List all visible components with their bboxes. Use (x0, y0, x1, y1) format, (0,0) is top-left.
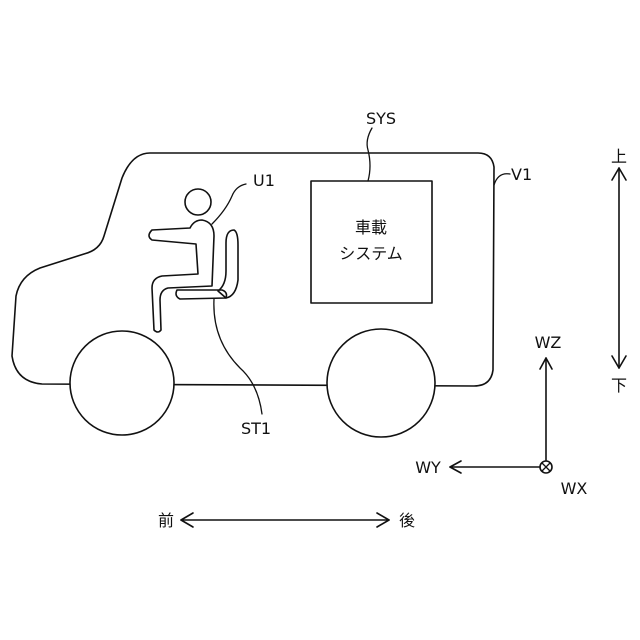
system-box (311, 181, 432, 303)
label-wz: WZ (535, 333, 562, 352)
label-u1: U1 (253, 171, 275, 190)
leader-sys (367, 128, 372, 181)
axis-x-cross (542, 463, 550, 471)
rear-wheel (327, 329, 435, 437)
leader-st1 (214, 299, 262, 414)
leader-v1 (494, 174, 510, 185)
label-up: 上 (611, 147, 627, 166)
label-rear: 後 (399, 511, 415, 530)
label-wx: WX (561, 479, 588, 498)
system-box-label-line1: 車載 (355, 218, 387, 237)
seat-back (218, 230, 238, 298)
occupant-body (149, 220, 214, 332)
leader-u1 (212, 184, 246, 224)
front-wheel (70, 331, 174, 435)
label-wy: WY (415, 458, 441, 477)
label-st1: ST1 (241, 419, 271, 438)
label-sys: SYS (366, 109, 396, 128)
label-front: 前 (158, 511, 174, 530)
label-v1: V1 (511, 165, 532, 184)
system-box-label-line2: システム (339, 244, 403, 263)
label-down: 下 (611, 376, 627, 395)
occupant-head (185, 189, 211, 215)
